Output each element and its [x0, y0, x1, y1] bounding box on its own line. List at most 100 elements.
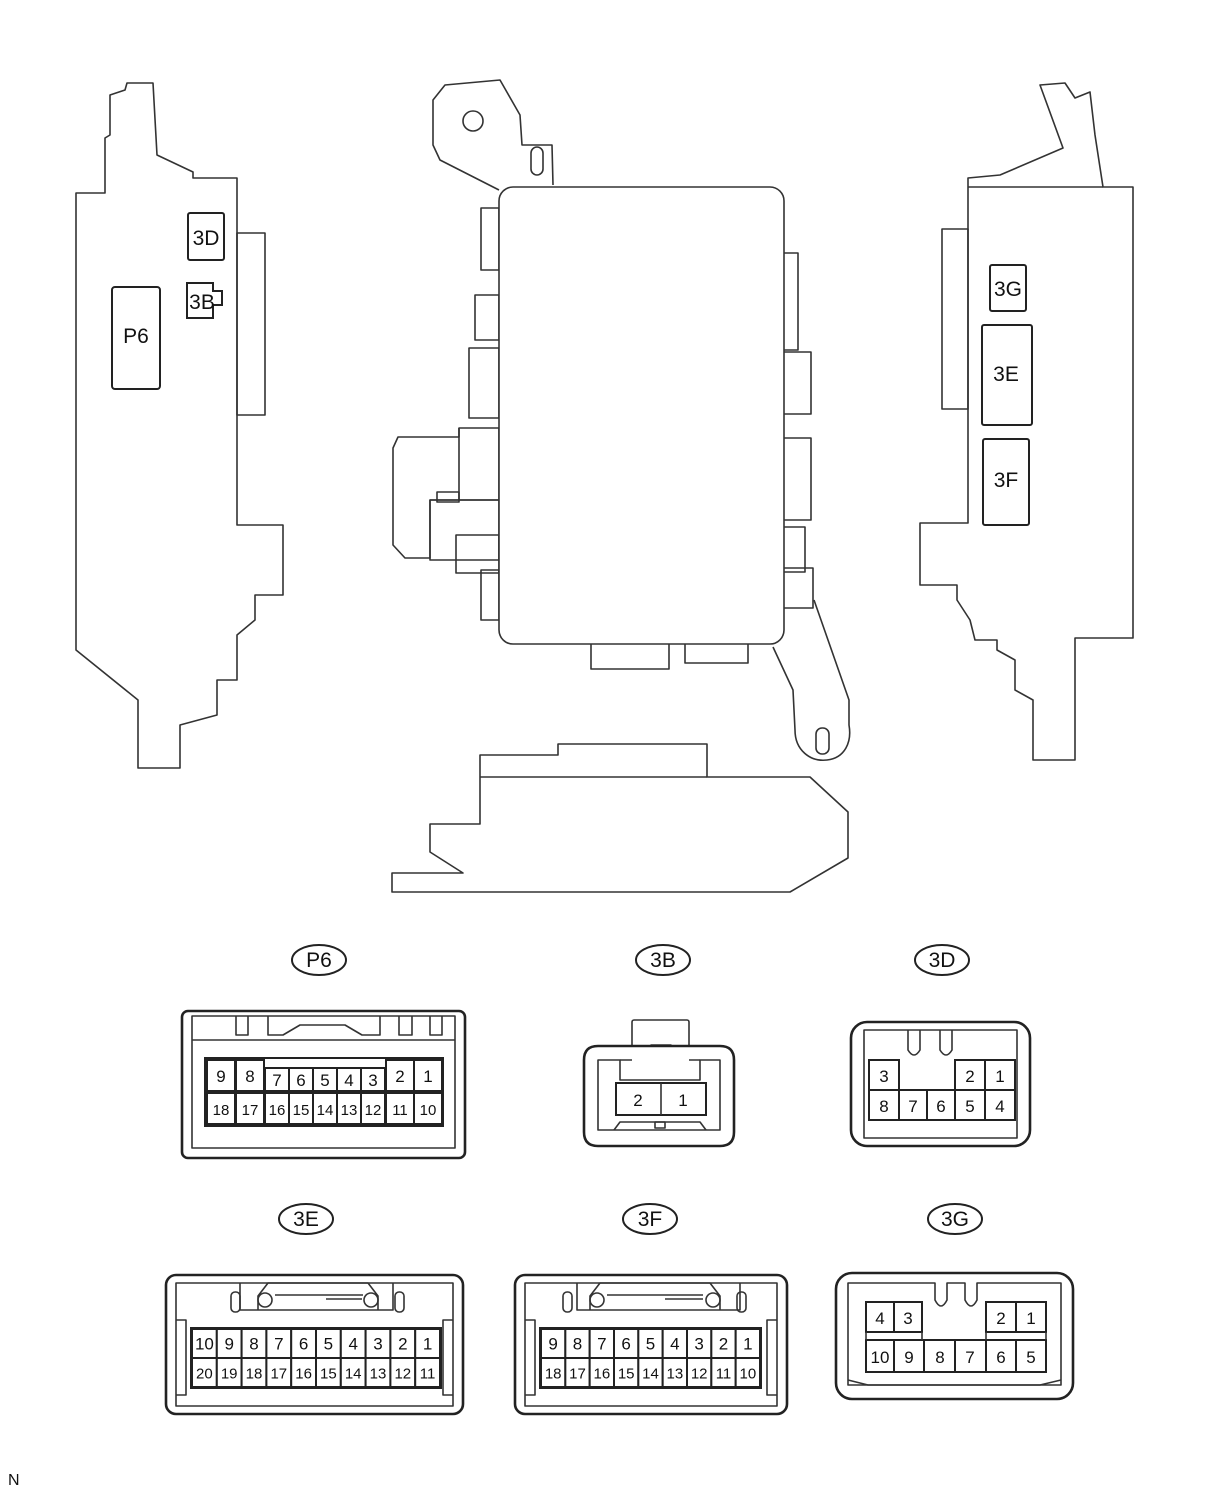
connector-title-3b: 3B [635, 944, 691, 976]
pin-label: 10 [871, 1348, 890, 1367]
svg-text:3D: 3D [929, 949, 956, 972]
locator-label-3d: 3D [193, 227, 220, 250]
pin-cell [588, 1357, 616, 1388]
pin-label: 11 [420, 1366, 436, 1383]
pin-label: 1 [743, 1335, 752, 1354]
pin-label: 9 [548, 1335, 557, 1354]
locator-box-3d [187, 212, 225, 261]
svg-text:P6: P6 [306, 949, 332, 972]
right-side-panel: 3G 3E 3F [919, 82, 1134, 761]
pin-label: 14 [317, 1102, 334, 1119]
pin-label: 13 [370, 1366, 387, 1383]
connector-3d: 3 2 1 8 7 6 5 4 [849, 1020, 1032, 1148]
pin-label: 4 [344, 1071, 353, 1090]
pin-label: 5 [1026, 1348, 1035, 1367]
connector-3g: 4 3 2 1 10 9 8 7 6 5 [834, 1271, 1075, 1401]
bracket-mount-hole-icon [462, 110, 484, 132]
pin-label: 7 [274, 1335, 283, 1354]
pin-cell [710, 1328, 737, 1359]
connector-3b: 2 1 [582, 1019, 736, 1148]
pin-label: 4 [995, 1097, 1004, 1116]
pin-cell [389, 1357, 417, 1388]
locator-label-3f: 3F [994, 469, 1019, 492]
pin-label: 7 [272, 1071, 281, 1090]
pin-label: 6 [996, 1348, 1005, 1367]
pin-cell [637, 1357, 664, 1388]
locator-box-3e [981, 324, 1033, 426]
pin-label: 1 [1026, 1309, 1035, 1328]
connector-title-3g: 3G [927, 1203, 983, 1235]
pin-label: 4 [875, 1309, 884, 1328]
locator-box-3b [186, 282, 223, 319]
pin-label: 11 [716, 1366, 732, 1383]
pin-label: 3 [694, 1335, 703, 1354]
pin-label: 7 [908, 1097, 917, 1116]
pin-label: 18 [545, 1366, 562, 1383]
pin-label: 8 [879, 1097, 888, 1116]
pin-label: 14 [345, 1366, 362, 1383]
connector-title-3d: 3D [914, 944, 970, 976]
pin-label: 9 [224, 1335, 233, 1354]
pin-cell [191, 1357, 218, 1388]
pin-cell [315, 1357, 342, 1388]
pin-cell [661, 1357, 689, 1388]
pin-label: 18 [213, 1102, 230, 1119]
pin-label: 5 [320, 1071, 329, 1090]
pin-label: 2 [395, 1067, 404, 1086]
pin-label: 12 [394, 1366, 411, 1383]
pin-cell [661, 1328, 689, 1359]
locator-box-3g [989, 264, 1027, 312]
pin-label: 17 [242, 1102, 259, 1119]
pin-cell [265, 1357, 293, 1388]
junction-block-body [498, 186, 785, 645]
pin-label: 8 [573, 1335, 582, 1354]
pin-cell [414, 1357, 442, 1388]
pin-label: 7 [965, 1348, 974, 1367]
pin-label: 6 [621, 1335, 630, 1354]
pin-label: 17 [270, 1366, 287, 1383]
pin-label: 2 [633, 1091, 642, 1110]
pin-label: 18 [246, 1366, 263, 1383]
pin-label: 5 [965, 1097, 974, 1116]
pin-cell [364, 1357, 392, 1388]
pin-label: 5 [324, 1335, 333, 1354]
pin-label: 6 [296, 1071, 305, 1090]
pin-label: 16 [269, 1102, 286, 1119]
pin-label: 19 [221, 1366, 238, 1383]
pin-label: 15 [293, 1102, 310, 1119]
left-side-panel: P6 3D 3B [75, 82, 284, 769]
pin-label: 2 [996, 1309, 1005, 1328]
pin-label: 13 [666, 1366, 683, 1383]
locator-label-3e: 3E [993, 363, 1019, 386]
connector-title-p6: P6 [291, 944, 347, 976]
locator-label-3g: 3G [994, 278, 1022, 301]
pin-label: 3 [368, 1071, 377, 1090]
pin-label: 8 [249, 1335, 258, 1354]
pin-label: 4 [670, 1335, 679, 1354]
center-junction-block [391, 79, 851, 893]
pin-label: 2 [965, 1067, 974, 1086]
pin-label: 9 [216, 1067, 225, 1086]
pin-label: 2 [398, 1335, 407, 1354]
svg-text:3G: 3G [941, 1208, 969, 1231]
footer-code: N [8, 1472, 20, 1489]
pin-label: 10 [195, 1335, 214, 1354]
connector-title-3f: 3F [622, 1203, 678, 1235]
pin-label: 15 [618, 1366, 635, 1383]
pin-label: 7 [597, 1335, 606, 1354]
pin-label: 2 [719, 1335, 728, 1354]
pin-label: 1 [423, 1335, 432, 1354]
pin-label: 8 [245, 1067, 254, 1086]
pin-label: 12 [691, 1366, 708, 1383]
pin-label: 5 [646, 1335, 655, 1354]
pin-label: 10 [739, 1366, 756, 1383]
pin-label: 11 [392, 1102, 408, 1119]
locator-label-3b: 3B [189, 291, 215, 314]
pin-label: 20 [196, 1366, 213, 1383]
locator-label-p6: P6 [123, 325, 149, 348]
pin-label: 1 [423, 1067, 432, 1086]
pin-cell [339, 1328, 367, 1359]
